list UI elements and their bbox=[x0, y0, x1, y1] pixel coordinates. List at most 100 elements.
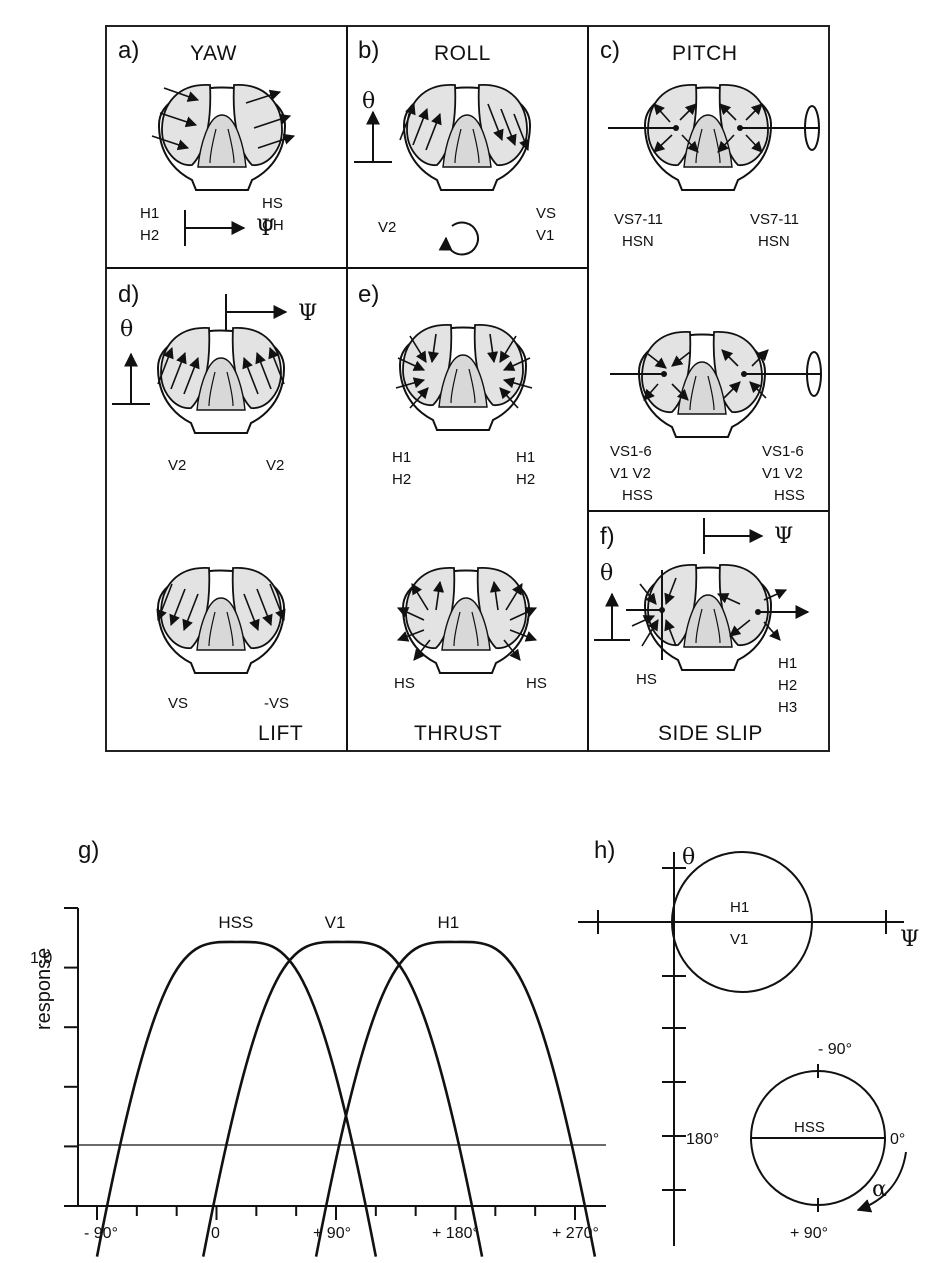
motion-arrows bbox=[399, 102, 530, 152]
x-tick-label: 0 bbox=[211, 1225, 220, 1242]
neuron-label: V1 bbox=[536, 227, 554, 244]
y-tick-label: 1.0 bbox=[30, 950, 52, 967]
neuron-label: H1 bbox=[140, 205, 159, 222]
psi-axis-label: Ψ bbox=[774, 524, 793, 549]
panel-f-title: SIDE SLIP bbox=[658, 722, 763, 745]
neuron-label: HS bbox=[394, 675, 415, 692]
panel-g-label: g) bbox=[78, 837, 99, 864]
panel-d-title: LIFT bbox=[258, 722, 303, 745]
neuron-label: V2 bbox=[266, 457, 284, 474]
theta-axis-label: θ bbox=[600, 561, 613, 586]
neuron-label: H1 bbox=[516, 449, 535, 466]
fly-head bbox=[644, 83, 772, 191]
neuron-label: VS1-6 bbox=[762, 443, 804, 460]
panel-c-title: PITCH bbox=[672, 42, 738, 65]
panel-b-label: b) bbox=[358, 37, 379, 64]
motion-arrows bbox=[631, 577, 788, 647]
fly-head bbox=[158, 83, 286, 191]
circle-label: H1 bbox=[730, 899, 749, 916]
theta-axis-label: θ bbox=[120, 317, 133, 342]
panel-h-label: h) bbox=[594, 837, 615, 864]
panel-b-title: ROLL bbox=[434, 42, 491, 65]
panel-a-label: a) bbox=[118, 37, 139, 64]
neuron-label: H2 bbox=[516, 471, 535, 488]
panel-c: c) PITCH VS7-11 HSN VS7-11 HSN bbox=[600, 37, 822, 504]
panel-e: e) H1 H2 H1 H2 bbox=[358, 281, 547, 745]
y-axis-label: response bbox=[33, 948, 55, 1030]
neuron-label: HSN bbox=[758, 233, 790, 250]
series-curve-v1 bbox=[201, 940, 484, 1257]
neuron-label: V2 bbox=[378, 219, 396, 236]
theta-axis-label: θ bbox=[362, 89, 375, 114]
neuron-label: V2 bbox=[168, 457, 186, 474]
neuron-label: CH bbox=[262, 217, 284, 234]
panel-f: f) Ψ θ HS H1 H2 H3 SIDE SLIP bbox=[594, 518, 810, 745]
neuron-label: H2 bbox=[140, 227, 159, 244]
neuron-label: V1 V2 bbox=[762, 465, 803, 482]
fly-head bbox=[157, 326, 285, 434]
neuron-label: H2 bbox=[778, 677, 797, 694]
series-label-h1: H1 bbox=[438, 913, 460, 932]
theta-axis-label: θ bbox=[682, 845, 695, 870]
motion-arrows bbox=[157, 346, 285, 395]
neuron-label: VS1-6 bbox=[610, 443, 652, 460]
psi-axis-label: Ψ bbox=[298, 301, 317, 326]
neuron-label: HS bbox=[526, 675, 547, 692]
motion-arrows bbox=[151, 87, 296, 151]
neuron-label: HSS bbox=[622, 487, 653, 504]
neuron-label: HSS bbox=[774, 487, 805, 504]
motion-arrows bbox=[396, 580, 538, 661]
motion-arrows bbox=[643, 349, 769, 401]
neuron-label: V1 V2 bbox=[610, 465, 651, 482]
panel-d-label: d) bbox=[118, 281, 139, 308]
angle-label: + 90° bbox=[790, 1225, 828, 1242]
x-tick-label: + 270° bbox=[552, 1225, 599, 1242]
neuron-label: H2 bbox=[392, 471, 411, 488]
neuron-label: VS7-11 bbox=[750, 211, 799, 228]
motion-arrows bbox=[653, 103, 763, 153]
x-tick-label: + 180° bbox=[432, 1225, 479, 1242]
neuron-label: H1 bbox=[392, 449, 411, 466]
angle-label: - 90° bbox=[818, 1041, 852, 1058]
angle-label: 0° bbox=[890, 1131, 905, 1148]
circle-label: V1 bbox=[730, 931, 748, 948]
fly-head bbox=[157, 566, 285, 674]
circle-label: HSS bbox=[794, 1119, 825, 1136]
alpha-label: α bbox=[872, 1177, 887, 1202]
neuron-label: HS bbox=[262, 195, 283, 212]
series-curve-h1 bbox=[314, 940, 597, 1257]
fly-head bbox=[403, 83, 531, 191]
upper-circle bbox=[671, 851, 813, 993]
fly-head bbox=[399, 323, 527, 431]
fly-head bbox=[402, 566, 530, 674]
neuron-label: HSN bbox=[622, 233, 654, 250]
neuron-label: -VS bbox=[264, 695, 289, 712]
neuron-label: HS bbox=[636, 671, 657, 688]
neuron-label: VS bbox=[536, 205, 556, 222]
response-curves: HSS V1 H1 bbox=[95, 913, 597, 1257]
angle-label: 180° bbox=[686, 1131, 719, 1148]
panel-grid bbox=[105, 25, 830, 752]
panel-a: a) YAW H1 H2 HS CH Ψ bbox=[118, 37, 296, 246]
series-label-hss: HSS bbox=[218, 913, 253, 932]
alpha-arrow bbox=[856, 1151, 907, 1213]
psi-axis-label: Ψ bbox=[256, 216, 275, 241]
x-ticks bbox=[96, 1206, 576, 1220]
neuron-label: VS bbox=[168, 695, 188, 712]
panel-h: h) θ Ψ H1 V1 HSS - 90° 180° 0° + 90° α bbox=[578, 837, 919, 1246]
motion-arrows bbox=[395, 333, 533, 409]
panel-g-chart: g) response 1.0 HSS V1 H1 - 90° 0 + 90° + … bbox=[30, 837, 606, 1257]
y-ticks bbox=[64, 907, 78, 1207]
fly-head bbox=[644, 563, 772, 671]
panel-a-title: YAW bbox=[190, 42, 237, 65]
x-tick-label: + 90° bbox=[313, 1225, 351, 1242]
panel-f-label: f) bbox=[600, 523, 615, 550]
motion-arrows bbox=[156, 583, 286, 632]
rotation-arrow bbox=[438, 221, 479, 256]
series-label-v1: V1 bbox=[325, 913, 346, 932]
psi-axis-label: Ψ bbox=[900, 927, 919, 952]
x-tick-label: - 90° bbox=[84, 1225, 118, 1242]
neuron-label: H1 bbox=[778, 655, 797, 672]
panel-c-label: c) bbox=[600, 37, 620, 64]
